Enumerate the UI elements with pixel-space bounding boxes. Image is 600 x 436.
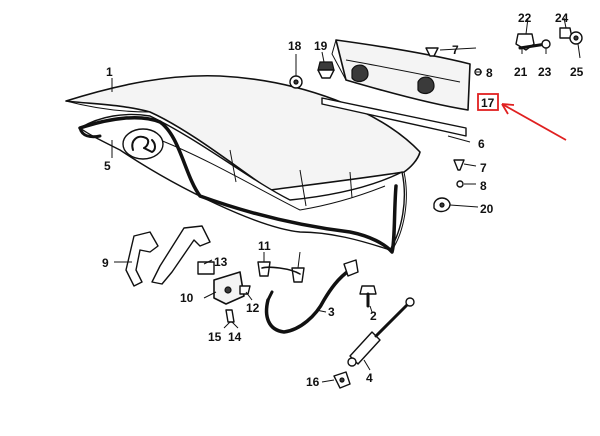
callout-8-top: 8 <box>486 66 493 80</box>
callout-6: 6 <box>478 137 485 151</box>
callout-25: 25 <box>570 65 584 79</box>
callout-21: 21 <box>514 65 528 79</box>
leader-lines <box>111 17 581 383</box>
callout-11-left: 11 <box>258 239 271 253</box>
trunk-seal <box>78 116 398 254</box>
highlight-arrow-shaft <box>501 103 567 141</box>
gas-strut <box>347 297 415 367</box>
callout-4: 4 <box>366 371 373 385</box>
callout-17: 17 <box>481 96 495 110</box>
callout-7-top: 7 <box>452 43 459 57</box>
fasteners <box>289 47 482 213</box>
callout-22: 22 <box>518 11 532 25</box>
callout-15: 15 <box>208 330 222 344</box>
callout-1: 1 <box>106 65 113 79</box>
highlight-17 <box>477 93 567 141</box>
callout-3: 3 <box>328 305 335 319</box>
bolt <box>359 285 377 308</box>
highlight-box <box>477 93 499 111</box>
callout-2: 2 <box>370 309 377 323</box>
hinge-hardware <box>515 27 583 51</box>
callout-18: 18 <box>288 39 302 53</box>
lock-mechanism <box>197 261 305 323</box>
callout-24: 24 <box>555 11 569 25</box>
callout-10: 10 <box>180 291 194 305</box>
hinge-pair <box>125 225 211 287</box>
callout-5: 5 <box>104 159 111 173</box>
callout-12: 12 <box>246 301 260 315</box>
callout-labels: 1 2 3 4 5 6 7 7 8 8 9 10 11 12 13 14 15 … <box>102 11 584 389</box>
callout-23: 23 <box>538 65 552 79</box>
callout-16: 16 <box>306 375 320 389</box>
callout-13: 13 <box>214 255 228 269</box>
callout-20: 20 <box>480 202 494 216</box>
callout-19: 19 <box>314 39 328 53</box>
torsion-bar <box>264 259 359 334</box>
callout-7-lower: 7 <box>480 161 487 175</box>
ball-socket <box>333 371 351 389</box>
lock-cover-panel <box>321 39 471 137</box>
callout-9: 9 <box>102 256 109 270</box>
callout-14: 14 <box>228 330 242 344</box>
trunk-lid <box>65 74 421 251</box>
highlight-arrow-head <box>501 103 515 115</box>
callout-8-lower: 8 <box>480 179 487 193</box>
